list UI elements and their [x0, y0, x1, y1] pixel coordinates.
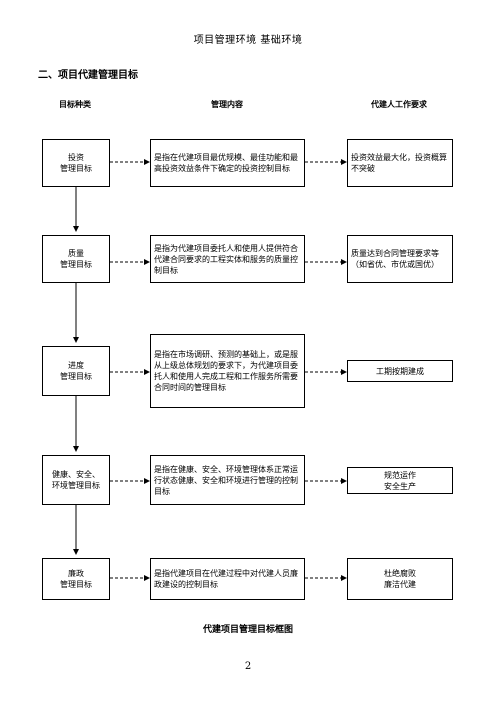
- category-box-quality: 质量 管理目标: [42, 235, 110, 283]
- content-box-investment: 是指在代建项目最优规模、最佳功能和最高投资效益条件下确定的投资控制目标: [150, 139, 305, 187]
- category-label: 廉政 管理目标: [60, 569, 92, 589]
- requirement-text: 杜绝腐败 廉洁代建: [384, 569, 416, 589]
- requirement-text: 规范运作 安全生产: [384, 470, 416, 491]
- category-box-schedule: 进度 管理目标: [42, 346, 110, 396]
- page-header: 项目管理环境 基础环境: [193, 35, 303, 46]
- section-title: 二、项目代建管理目标: [38, 70, 138, 81]
- figure-caption: 代建项目管理目标框图: [202, 625, 293, 635]
- category-box-integrity: 廉政 管理目标: [42, 558, 110, 600]
- category-label: 进度 管理目标: [60, 361, 92, 381]
- requirement-box-hse: 规范运作 安全生产: [347, 467, 453, 494]
- content-text: 是指为代建项目委托人和使用人提供符合代建合同要求的工程实体和服务的质量控制目标: [154, 243, 298, 275]
- content-box-quality: 是指为代建项目委托人和使用人提供符合代建合同要求的工程实体和服务的质量控制目标: [150, 235, 305, 283]
- content-box-schedule: 是指在市场调研、预测的基础上，或是服从上级总体规划的要求下，为代建项目委托人和使…: [150, 334, 305, 408]
- requirement-box-schedule: 工期按期建成: [347, 360, 453, 382]
- page-number: 2: [244, 661, 252, 672]
- requirement-text: 工期按期建成: [376, 366, 424, 376]
- content-text: 是指代建项目在代建过程中对代建人员廉政建设的控制目标: [154, 569, 298, 589]
- requirement-text: 投资效益最大化，投资概算不突破: [351, 153, 447, 173]
- column-header-requirement: 代建人工作要求: [371, 100, 427, 109]
- column-header-content: 管理内容: [211, 100, 243, 109]
- requirement-box-investment: 投资效益最大化，投资概算不突破: [347, 139, 453, 187]
- category-box-hse: 健康、安全、 环境管理目标: [42, 455, 110, 505]
- column-header-category: 目标种类: [59, 100, 91, 109]
- content-text: 是指在市场调研、预测的基础上，或是服从上级总体规划的要求下，为代建项目委托人和使…: [154, 350, 298, 392]
- category-box-investment: 投资 管理目标: [42, 139, 110, 187]
- requirement-text: 质量达到合同管理要求等（如省优、市优或国优）: [351, 249, 439, 269]
- category-label: 投资 管理目标: [60, 153, 92, 173]
- content-text: 是指在健康、安全、环境管理体系正常运行状态健康、安全和环境进行管理的控制目标: [154, 464, 298, 496]
- requirement-box-integrity: 杜绝腐败 廉洁代建: [347, 558, 453, 600]
- content-text: 是指在代建项目最优规模、最佳功能和最高投资效益条件下确定的投资控制目标: [154, 153, 298, 173]
- category-label: 健康、安全、 环境管理目标: [52, 470, 100, 490]
- content-box-hse: 是指在健康、安全、环境管理体系正常运行状态健康、安全和环境进行管理的控制目标: [150, 455, 305, 505]
- requirement-box-quality: 质量达到合同管理要求等（如省优、市优或国优）: [347, 235, 453, 283]
- content-box-integrity: 是指代建项目在代建过程中对代建人员廉政建设的控制目标: [150, 558, 305, 600]
- category-label: 质量 管理目标: [60, 249, 92, 269]
